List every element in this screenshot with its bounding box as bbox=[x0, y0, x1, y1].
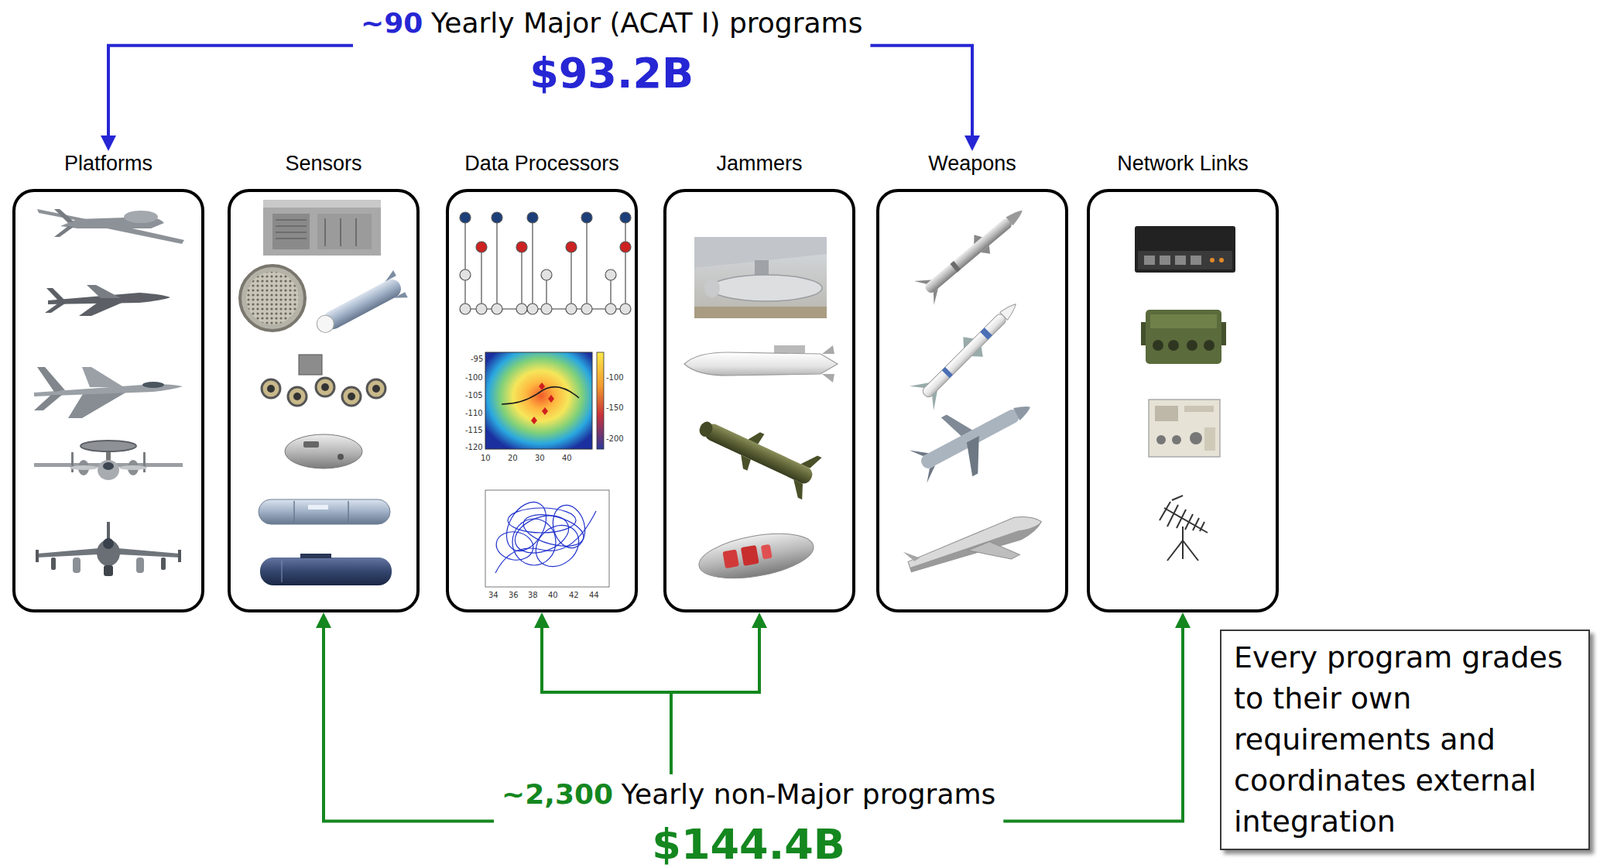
panel-outline bbox=[445, 188, 638, 613]
axis-tick: -120 bbox=[465, 442, 484, 453]
connector-line bbox=[671, 626, 760, 775]
text-line: ~2,300Yearly non-Major programs bbox=[501, 777, 996, 811]
arrow-head bbox=[1175, 612, 1191, 628]
axis-tick: 20 bbox=[507, 453, 518, 463]
axis-tick: 34 bbox=[488, 590, 499, 600]
note-text: Every program grades to their own requir… bbox=[1233, 637, 1577, 843]
connector bbox=[870, 45, 980, 151]
panel-outline bbox=[227, 188, 420, 613]
note-box: Every program grades to their own requir… bbox=[1219, 629, 1590, 850]
connector bbox=[671, 612, 768, 775]
axis-tick: -115 bbox=[465, 425, 484, 436]
axis-tick: 42 bbox=[568, 590, 580, 600]
category-panel: Platforms bbox=[12, 150, 205, 613]
panel-heading: Platforms bbox=[12, 150, 205, 176]
connector-line bbox=[323, 626, 494, 822]
panel-outline bbox=[876, 188, 1069, 613]
text-line: $144.4B bbox=[501, 820, 996, 868]
axis-tick: 38 bbox=[527, 590, 538, 600]
axis-tick: -100 bbox=[606, 373, 624, 383]
panel-heading: Jammers bbox=[663, 150, 856, 176]
connector bbox=[1003, 612, 1191, 822]
count-text: ~2,300 bbox=[501, 777, 614, 810]
connector bbox=[100, 45, 353, 151]
panel-outline bbox=[1086, 188, 1279, 613]
axis-tick: -200 bbox=[606, 434, 624, 444]
category-panel: Sensors bbox=[227, 150, 420, 613]
axis-tick: 36 bbox=[508, 590, 519, 600]
connector bbox=[315, 612, 494, 822]
program-text: Yearly Major (ACAT I) programs bbox=[431, 6, 863, 39]
program-text: Yearly non-Major programs bbox=[621, 777, 996, 810]
budget-text: $93.2B bbox=[529, 48, 694, 98]
connector-line bbox=[541, 626, 672, 775]
budget-text: $144.4B bbox=[651, 819, 846, 868]
headline-node: ~90Yearly Major (ACAT I) programs $93.2B bbox=[352, 6, 871, 98]
axis-tick: -100 bbox=[465, 373, 484, 383]
arrow-head bbox=[964, 135, 980, 151]
axis-tick: -95 bbox=[470, 354, 484, 364]
arrow-head bbox=[534, 612, 550, 628]
category-panel: Weapons bbox=[876, 150, 1069, 613]
text-line: $93.2B bbox=[360, 49, 863, 98]
axis-tick: 44 bbox=[589, 590, 600, 600]
axis-tick: 10 bbox=[480, 453, 491, 463]
axis-tick: -105 bbox=[465, 390, 484, 401]
connector-line bbox=[1003, 626, 1183, 822]
connector bbox=[534, 612, 672, 775]
arrow-head bbox=[751, 612, 768, 628]
panel-heading: Sensors bbox=[227, 150, 420, 176]
arrow-head bbox=[100, 135, 117, 151]
text-line: ~90Yearly Major (ACAT I) programs bbox=[360, 6, 863, 40]
axis-tick: 30 bbox=[534, 453, 545, 463]
arrow-head bbox=[315, 612, 332, 628]
axis-tick: -150 bbox=[606, 403, 624, 413]
axis-tick: 40 bbox=[548, 590, 559, 600]
panel-outline bbox=[663, 188, 856, 613]
count-text: ~90 bbox=[360, 6, 423, 39]
connector-line bbox=[108, 45, 353, 138]
headline-node: ~2,300Yearly non-Major programs $144.4B bbox=[493, 777, 1004, 868]
panel-heading: Network Links bbox=[1086, 150, 1279, 176]
category-panel: Jammers bbox=[663, 150, 856, 613]
panel-heading: Data Processors bbox=[445, 150, 638, 176]
panel-heading: Weapons bbox=[876, 150, 1069, 176]
category-panel: Network Links bbox=[1086, 150, 1279, 613]
axis-tick: 40 bbox=[561, 453, 573, 463]
connector-line bbox=[870, 45, 973, 138]
panel-outline bbox=[12, 188, 205, 613]
axis-tick: -110 bbox=[465, 408, 484, 418]
